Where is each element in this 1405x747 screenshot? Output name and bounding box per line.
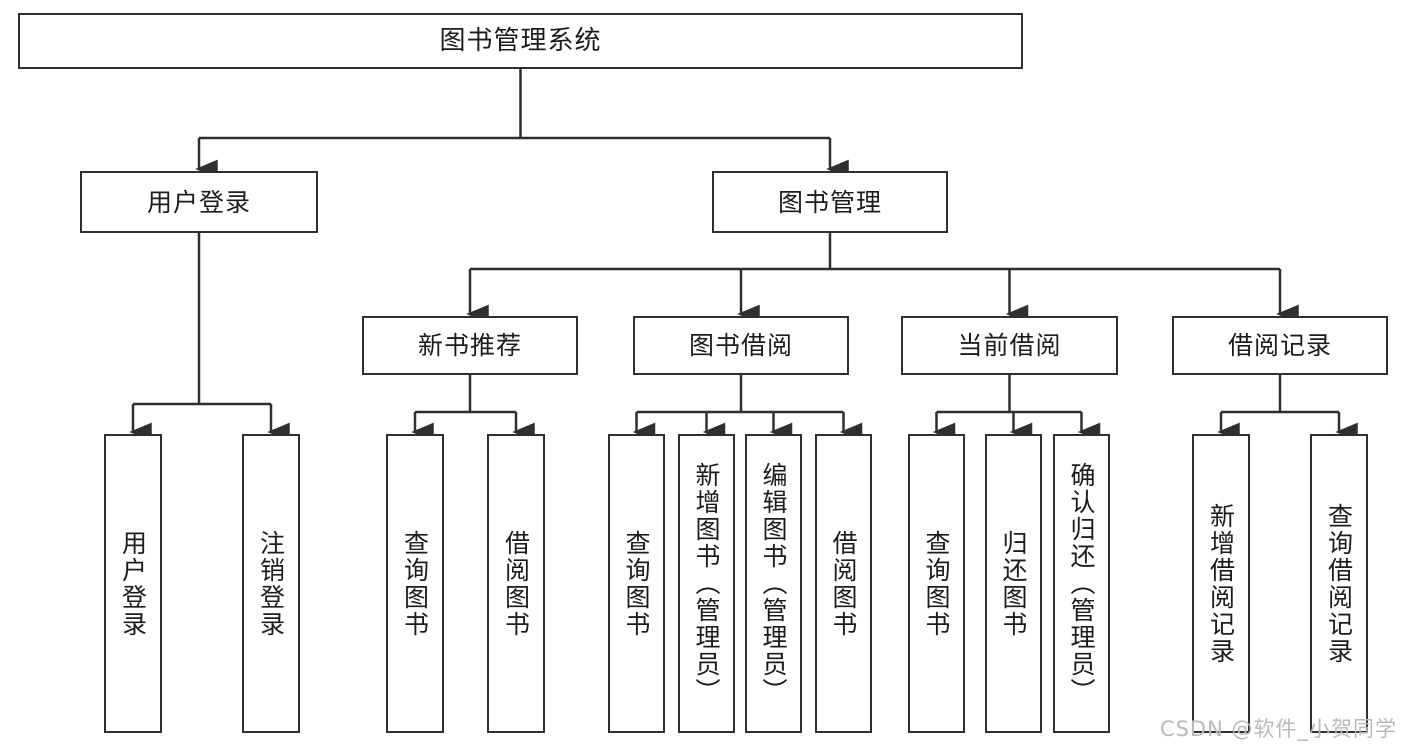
node-user-login-label: 用户登录 xyxy=(146,187,251,217)
node-borrow-record-label: 借阅记录 xyxy=(1227,331,1332,360)
node-leaf-add-book[interactable]: 新增图书（管理员） xyxy=(678,434,735,733)
node-leaf-query-record-label: 查询借阅记录 xyxy=(1324,502,1354,665)
watermark: CSDN @软件_小贺同学 xyxy=(1159,717,1397,741)
node-current-borrow-label: 当前借阅 xyxy=(957,331,1062,360)
node-leaf-return-book[interactable]: 归还图书 xyxy=(985,434,1042,733)
node-new-book-rec-label: 新书推荐 xyxy=(417,331,522,360)
node-leaf-user-login-label: 用户登录 xyxy=(118,529,148,638)
node-leaf-query-book-1-label: 查询图书 xyxy=(400,529,430,638)
node-book-manage[interactable]: 图书管理 xyxy=(712,171,948,233)
node-current-borrow[interactable]: 当前借阅 xyxy=(901,316,1118,375)
node-root-label: 图书管理系统 xyxy=(439,26,602,56)
node-new-book-rec[interactable]: 新书推荐 xyxy=(362,316,578,375)
node-leaf-confirm-return-label: 确认归还（管理员） xyxy=(1067,462,1096,705)
node-book-borrow-label: 图书借阅 xyxy=(688,331,793,360)
node-leaf-confirm-return[interactable]: 确认归还（管理员） xyxy=(1053,434,1110,733)
node-leaf-query-book-2-label: 查询图书 xyxy=(622,529,651,638)
node-leaf-borrow-book-2-label: 借阅图书 xyxy=(829,529,858,638)
node-leaf-user-login[interactable]: 用户登录 xyxy=(104,434,162,733)
node-leaf-borrow-book-1[interactable]: 借阅图书 xyxy=(487,434,545,733)
node-leaf-query-book-3-label: 查询图书 xyxy=(922,529,951,638)
node-leaf-logout[interactable]: 注销登录 xyxy=(242,434,300,733)
node-leaf-add-record-label: 新增借阅记录 xyxy=(1206,502,1236,665)
node-user-login[interactable]: 用户登录 xyxy=(80,171,318,233)
node-borrow-record[interactable]: 借阅记录 xyxy=(1172,316,1388,375)
node-book-borrow[interactable]: 图书借阅 xyxy=(633,316,849,375)
node-leaf-query-record[interactable]: 查询借阅记录 xyxy=(1310,434,1368,733)
node-leaf-query-book-3[interactable]: 查询图书 xyxy=(908,434,965,733)
node-leaf-query-book-1[interactable]: 查询图书 xyxy=(386,434,444,733)
node-root[interactable]: 图书管理系统 xyxy=(18,13,1023,69)
node-leaf-add-book-label: 新增图书（管理员） xyxy=(692,462,721,705)
node-leaf-borrow-book-2[interactable]: 借阅图书 xyxy=(815,434,872,733)
node-leaf-logout-label: 注销登录 xyxy=(256,529,286,638)
node-leaf-borrow-book-1-label: 借阅图书 xyxy=(501,529,531,638)
node-leaf-edit-book[interactable]: 编辑图书（管理员） xyxy=(745,434,802,733)
node-leaf-return-book-label: 归还图书 xyxy=(999,529,1028,638)
node-leaf-add-record[interactable]: 新增借阅记录 xyxy=(1192,434,1250,733)
node-leaf-query-book-2[interactable]: 查询图书 xyxy=(608,434,665,733)
node-leaf-edit-book-label: 编辑图书（管理员） xyxy=(759,462,788,705)
node-book-manage-label: 图书管理 xyxy=(777,187,882,217)
